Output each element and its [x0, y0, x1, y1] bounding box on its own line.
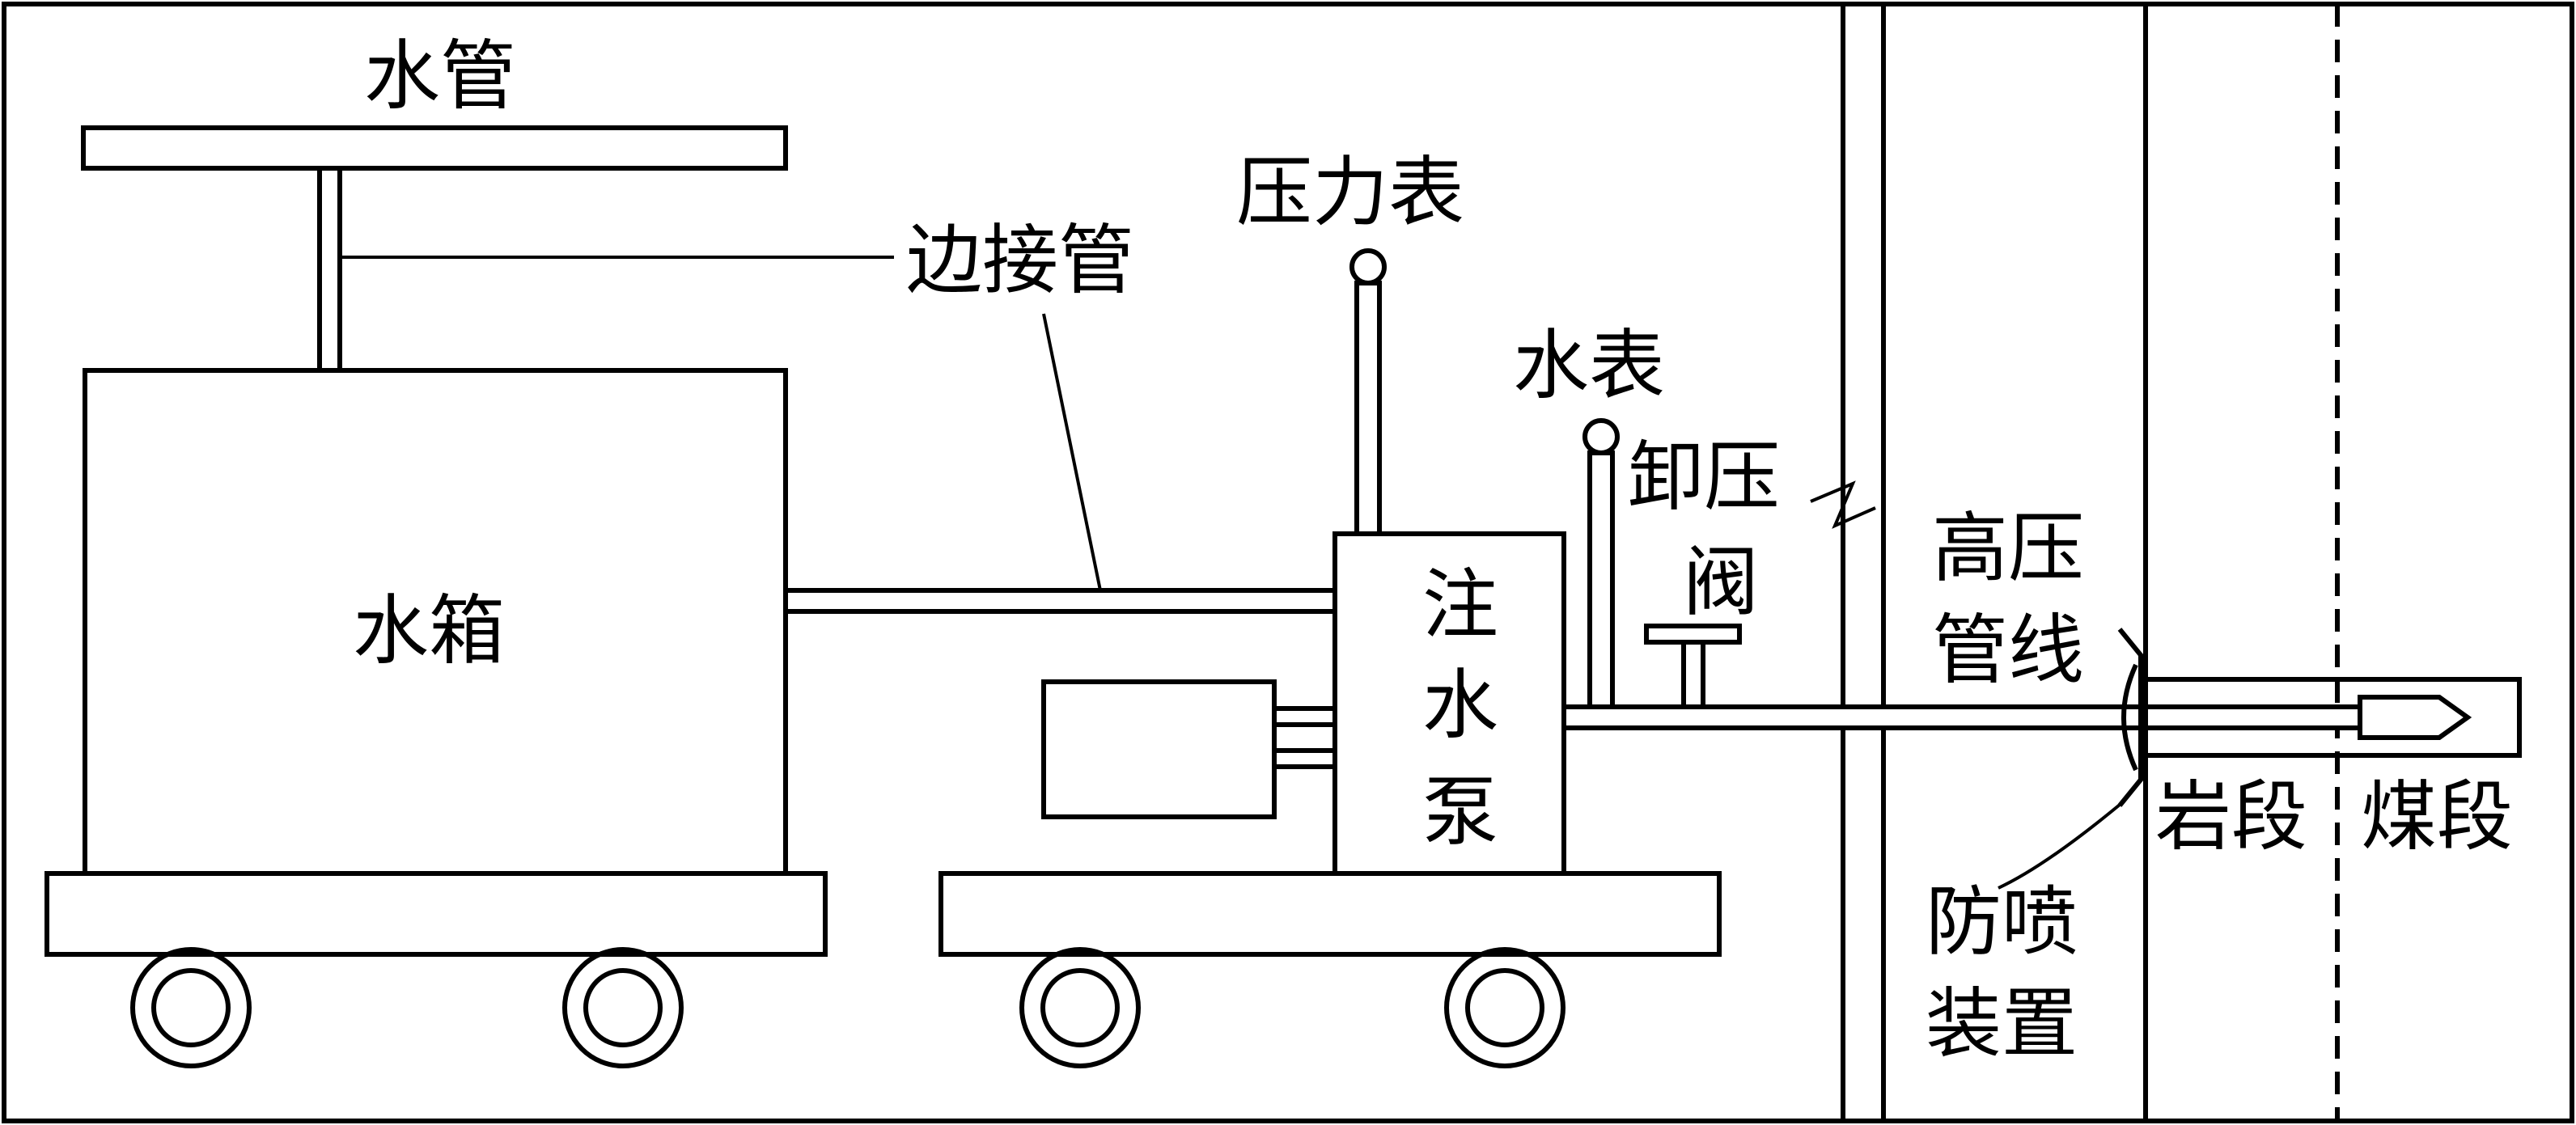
injection-nozzle [2358, 695, 2472, 740]
pressure-gauge-stem [1354, 281, 1382, 536]
label-high-pressure-2: 管线 [1932, 607, 2084, 695]
water-pipe-riser [317, 168, 342, 370]
label-pump-3: 泵 [1422, 768, 1498, 856]
label-high-pressure-1: 高压 [1932, 505, 2084, 593]
anti-spray-device [2117, 628, 2143, 807]
label-relief-valve-2: 阀 [1683, 539, 1759, 627]
label-pump-1: 注 [1422, 561, 1498, 649]
label-coal-section: 煤段 [2361, 773, 2513, 861]
borehole [2143, 677, 2522, 758]
label-rock-section: 岩段 [2155, 773, 2307, 861]
label-anti-spray-2: 装置 [1926, 980, 2078, 1068]
label-side-connector: 边接管 [906, 217, 1134, 305]
tank-cart-platform [44, 871, 828, 957]
label-water-tank: 水箱 [353, 587, 505, 675]
pump-cart-wheel-right [1444, 947, 1566, 1068]
water-tank [83, 368, 788, 876]
high-pressure-break-mark [1810, 480, 1876, 529]
tank-cart-wheel-right [562, 947, 684, 1068]
pump-cart-wheel-left [1019, 947, 1141, 1068]
relief-valve [1644, 624, 1742, 709]
pressure-gauge-dial [1349, 248, 1387, 285]
water-meter-stem [1587, 450, 1615, 709]
water-pipe [81, 125, 788, 171]
water-meter-dial [1582, 418, 1620, 455]
motor-box [1041, 679, 1277, 819]
label-relief-valve-1: 卸压 [1628, 434, 1780, 522]
roadway-wall [1841, 4, 1886, 1121]
high-pressure-line [1561, 704, 2375, 730]
tank-cart-wheel-left [130, 947, 252, 1068]
side-connector-leader [1042, 313, 1102, 591]
label-pump-2: 水 [1422, 662, 1498, 750]
label-water-pipe: 水管 [364, 32, 516, 121]
label-pressure-gauge: 压力表 [1236, 149, 1464, 237]
label-anti-spray-1: 防喷 [1926, 878, 2078, 966]
label-water-meter: 水表 [1513, 322, 1665, 410]
pump-cart-platform [938, 871, 1722, 957]
anti-spray-leader [1998, 799, 2126, 890]
injection-pump [1332, 531, 1566, 876]
side-connector-pipe [783, 588, 1401, 614]
